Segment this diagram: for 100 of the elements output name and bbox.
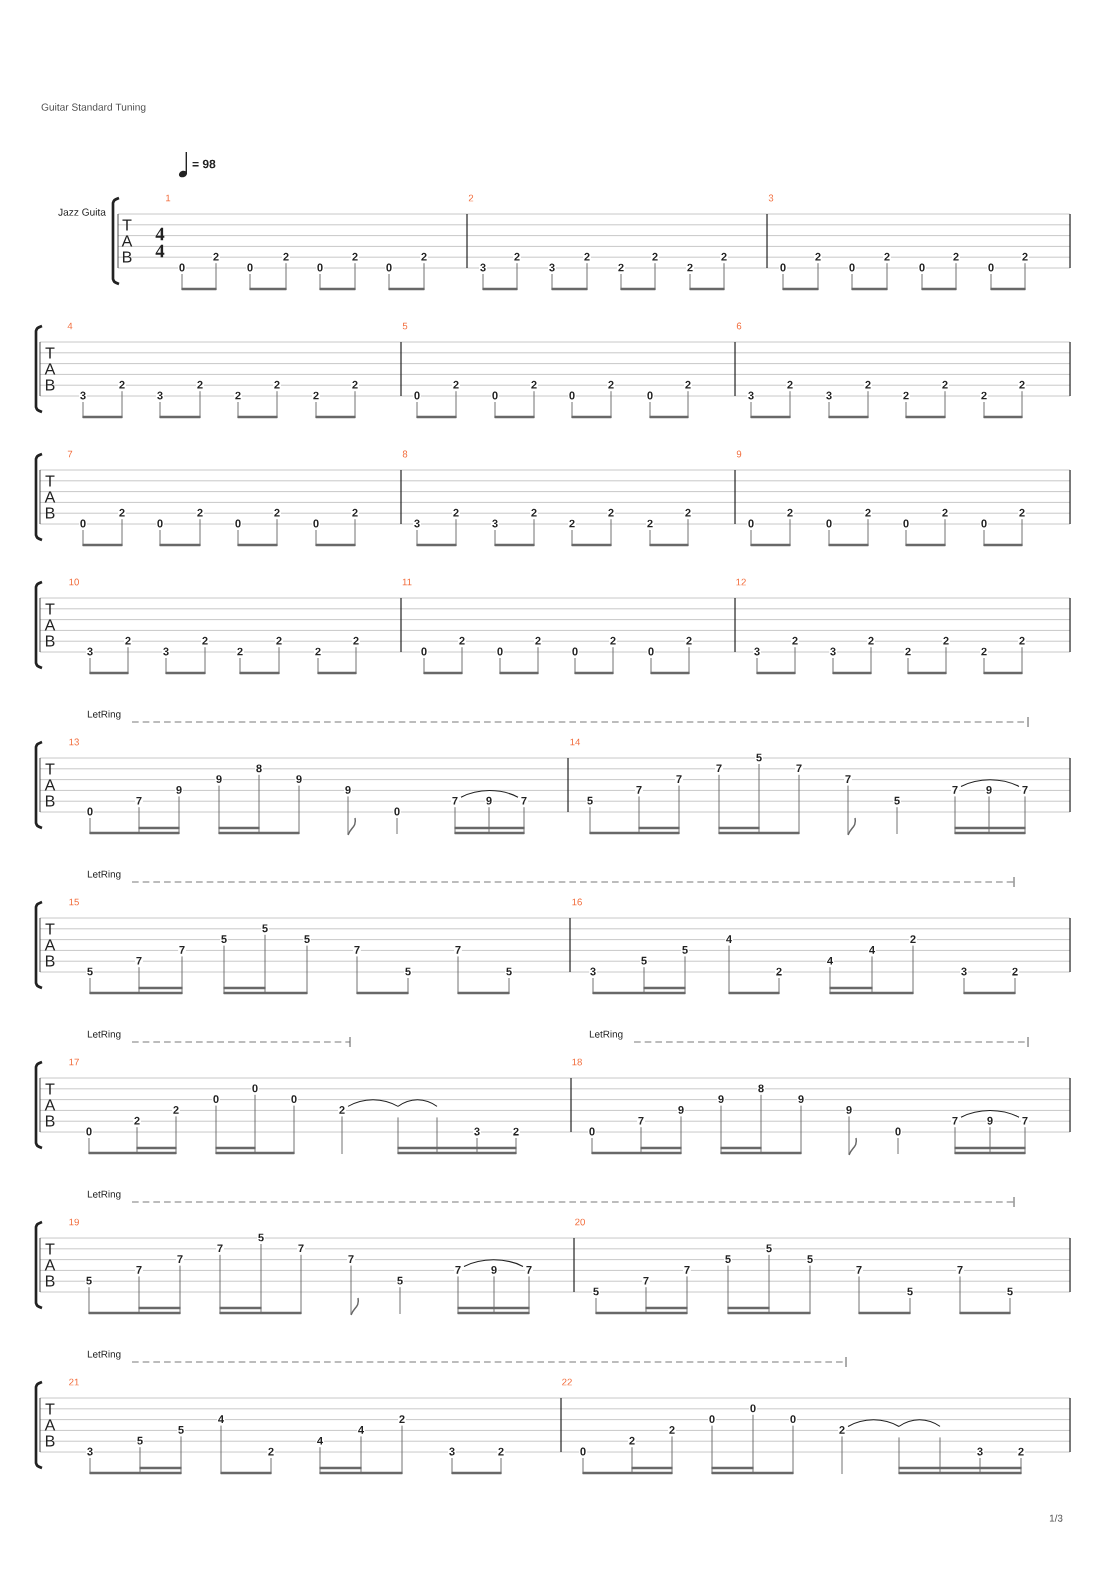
fret-number: 7 [635, 785, 643, 795]
fret-number: 7 [1021, 785, 1029, 795]
tab-clef-letter: T [45, 923, 55, 935]
tab-clef-letter: B [46, 955, 55, 967]
fret-number: 9 [797, 1094, 805, 1104]
fret-number: 2 [530, 508, 538, 518]
fret-number: 2 [452, 508, 460, 518]
let-ring-label: LetRing [87, 1030, 121, 1040]
measure-number: 7 [67, 450, 73, 458]
fret-number: 2 [685, 636, 693, 646]
tab-clef-letter: T [45, 347, 55, 359]
fret-number: 2 [530, 380, 538, 390]
fret-number: 2 [617, 262, 625, 273]
fret-number: 2 [646, 518, 654, 529]
fret-number: 2 [583, 252, 591, 262]
fret-number: 2 [684, 508, 692, 518]
tab-clef-letter: B [123, 251, 132, 263]
fret-number: 2 [628, 1436, 636, 1446]
fret-number: 0 [848, 262, 856, 273]
fret-number: 0 [588, 1126, 596, 1137]
fret-number: 0 [980, 518, 988, 529]
fret-number: 2 [351, 508, 359, 518]
fret-number: 3 [589, 966, 597, 977]
fret-number: 0 [316, 262, 324, 273]
fret-number: 3 [753, 646, 761, 657]
let-ring-label: LetRing [87, 870, 121, 880]
fret-number: 2 [814, 252, 822, 262]
fret-number: 0 [212, 1094, 220, 1104]
fret-number: 2 [458, 636, 466, 646]
fret-number: 4 [357, 1425, 365, 1435]
tab-clef-letter: A [44, 779, 56, 791]
fret-number: 0 [571, 646, 579, 657]
fret-number: 9 [175, 785, 183, 795]
fret-number: 2 [420, 252, 428, 262]
fret-number: 7 [951, 785, 959, 795]
fret-number: 5 [640, 956, 648, 966]
tab-clef-letter: B [46, 1115, 55, 1127]
fret-number: 7 [135, 796, 143, 806]
measure-number: 9 [736, 450, 742, 458]
fret-number: 2 [686, 262, 694, 273]
fret-number: 7 [353, 945, 361, 955]
fret-number: 0 [85, 1126, 93, 1137]
tab-clef-letter: A [44, 939, 56, 951]
measure-number: 1 [166, 194, 171, 202]
measure-number: 2 [468, 194, 474, 202]
fret-number: 5 [136, 1436, 144, 1446]
fret-number: 0 [825, 518, 833, 529]
measure-number: 15 [69, 898, 79, 906]
fret-number: 3 [413, 518, 421, 529]
fret-number: 0 [251, 1083, 259, 1094]
fret-number: 4 [316, 1436, 324, 1446]
measure-number: 10 [69, 578, 79, 586]
fret-number: 3 [162, 646, 170, 657]
fret-number: 5 [303, 934, 311, 944]
fret-number: 0 [918, 262, 926, 273]
tab-clef-letter: A [44, 491, 56, 503]
fret-number: 0 [413, 390, 421, 401]
fret-number: 5 [681, 945, 689, 955]
fret-number: 9 [490, 1265, 498, 1275]
fret-number: 2 [720, 252, 728, 262]
fret-number: 5 [505, 966, 513, 977]
fret-number: 2 [867, 636, 875, 646]
fret-number: 7 [951, 1116, 959, 1126]
fret-number: 0 [749, 1403, 757, 1414]
fret-number: 3 [829, 646, 837, 657]
fret-number: 2 [941, 508, 949, 518]
fret-number: 5 [755, 752, 763, 763]
measure-number: 4 [67, 322, 73, 330]
fret-number: 7 [675, 774, 683, 784]
fret-number: 2 [904, 646, 912, 657]
fret-number: 3 [548, 262, 556, 273]
fret-number: 2 [452, 380, 460, 390]
fret-number: 7 [642, 1276, 650, 1286]
fret-number: 2 [124, 636, 132, 646]
fret-number: 2 [273, 380, 281, 390]
tab-clef-letter: B [46, 1275, 55, 1287]
time-signature-digit: 4 [155, 227, 165, 241]
fret-number: 9 [985, 785, 993, 795]
fret-number: 3 [960, 966, 968, 977]
fret-number: 7 [855, 1265, 863, 1275]
measure-number: 12 [736, 578, 746, 586]
measure-number: 16 [572, 898, 582, 906]
measure-number: 8 [402, 450, 408, 458]
page-number: 1/3 [1049, 1514, 1063, 1522]
tab-clef-letter: A [44, 1259, 56, 1271]
fret-number: 3 [491, 518, 499, 529]
fret-number: 2 [568, 518, 576, 529]
fret-number: 9 [344, 785, 352, 795]
tab-clef-letter: T [45, 1243, 55, 1255]
fret-number: 0 [647, 646, 655, 657]
fret-number: 0 [385, 262, 393, 273]
tempo-label: = 98 [192, 159, 216, 169]
fret-number: 7 [520, 796, 528, 806]
fret-number: 4 [725, 934, 733, 944]
let-ring-label: LetRing [87, 1350, 121, 1360]
fret-number: 2 [838, 1425, 846, 1435]
fret-number: 8 [255, 763, 263, 774]
instrument-label: Jazz Guita [58, 208, 106, 216]
measure-number: 20 [575, 1218, 585, 1226]
fret-number: 2 [534, 636, 542, 646]
